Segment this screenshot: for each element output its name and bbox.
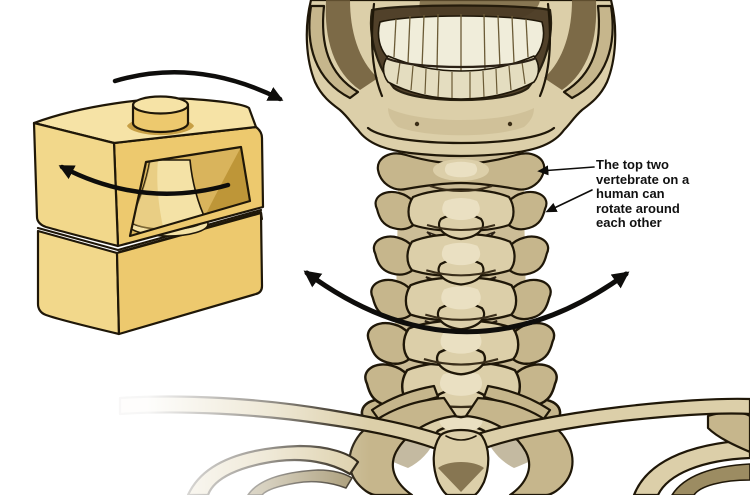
annotation-line: vertebrate on a <box>596 171 690 187</box>
annotation-text: The top two vertebrate on a human can ro… <box>596 157 716 231</box>
peg-cylinder <box>127 95 194 136</box>
rib-outer-right <box>632 438 750 495</box>
rib-inner-right <box>671 463 750 495</box>
sternum-shadow <box>438 462 484 492</box>
annotation-pointer-atlas <box>537 165 595 176</box>
upper-block-left-face <box>32 121 120 248</box>
rotation-arrow-top <box>112 70 284 102</box>
zygomatic-arch-right <box>562 4 614 100</box>
annotation-pointer-axis <box>545 189 593 213</box>
annotation-line: each other <box>596 215 662 231</box>
cervical-spine <box>360 152 562 456</box>
zygomatic-arch-left <box>308 4 360 100</box>
mental-foramen-left <box>414 121 420 127</box>
temporal-fossa-left <box>325 0 378 90</box>
vertebra-c1-atlas <box>376 152 546 192</box>
rotation-arrow-neck <box>303 270 630 335</box>
window-right-wall <box>206 147 250 214</box>
teeth-lower <box>382 55 540 100</box>
annotation-pointers <box>537 165 595 213</box>
mandible <box>366 2 556 145</box>
fade-overlay <box>0 355 370 495</box>
annotation-line: The top two <box>596 157 669 172</box>
annotation-line: rotate around <box>596 200 680 216</box>
skull <box>305 0 617 158</box>
rotation-arrows <box>58 70 630 335</box>
clavicle-right <box>470 397 750 452</box>
lower-block-right-face <box>115 211 264 336</box>
rotation-arrow-middle <box>58 164 231 196</box>
lower-block <box>36 208 264 336</box>
lower-block-left-face <box>36 229 121 336</box>
upper-block <box>32 95 265 248</box>
annotation-line: human can <box>596 186 665 202</box>
block-gap-line <box>36 208 263 252</box>
temporal-fossa-right <box>544 0 597 90</box>
mental-foramen-right <box>507 121 513 127</box>
pivot-block-model <box>32 95 265 336</box>
